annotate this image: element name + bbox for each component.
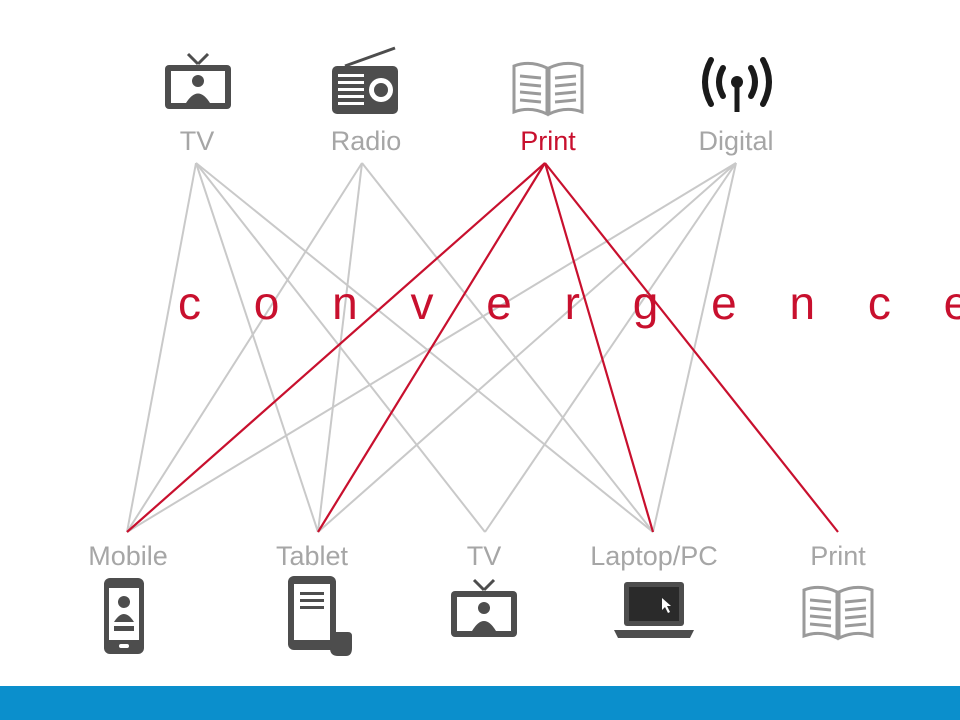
- mobile-phone-icon: [104, 578, 144, 654]
- connection-digital-tv2: [484, 162, 737, 533]
- bottom-label-mobile: Mobile: [88, 541, 168, 571]
- open-book-icon: [802, 585, 874, 641]
- connection-radio-laptop: [361, 162, 654, 533]
- tablet-touch-icon: [288, 576, 352, 656]
- laptop-icon: [614, 582, 694, 638]
- radio-icon: [332, 46, 398, 114]
- top-label-digital: Digital: [698, 126, 774, 156]
- connection-print-tablet: [317, 162, 546, 533]
- connection-print-print2: [544, 162, 839, 533]
- connection-tv-mobile: [126, 162, 197, 533]
- bottom-label-tablet: Tablet: [275, 541, 349, 571]
- bottom-label-tv: TV: [466, 541, 502, 571]
- tv-presenter-icon: [451, 578, 517, 637]
- bottom-label-laptop: Laptop/PC: [590, 541, 718, 571]
- open-book-icon: [512, 61, 584, 117]
- connection-digital-tablet: [317, 162, 737, 533]
- top-label-tv: TV: [179, 126, 215, 156]
- connection-tv-tablet: [195, 162, 319, 533]
- connection-print-laptop: [543, 162, 655, 533]
- connection-radio-mobile: [126, 162, 363, 533]
- connection-digital-laptop: [652, 162, 737, 533]
- connection-print-mobile: [126, 162, 546, 533]
- top-label-print: Print: [520, 126, 576, 156]
- convergence-title: c o n v e r g e n c e: [178, 277, 960, 329]
- wireless-signal-icon: [702, 57, 772, 112]
- connection-radio-tablet: [317, 162, 363, 533]
- connection-tv-laptop: [195, 162, 654, 533]
- top-label-radio: Radio: [330, 126, 402, 156]
- footer-bar: [0, 686, 960, 720]
- tv-presenter-icon: [165, 52, 231, 109]
- bottom-label-print: Print: [810, 541, 866, 571]
